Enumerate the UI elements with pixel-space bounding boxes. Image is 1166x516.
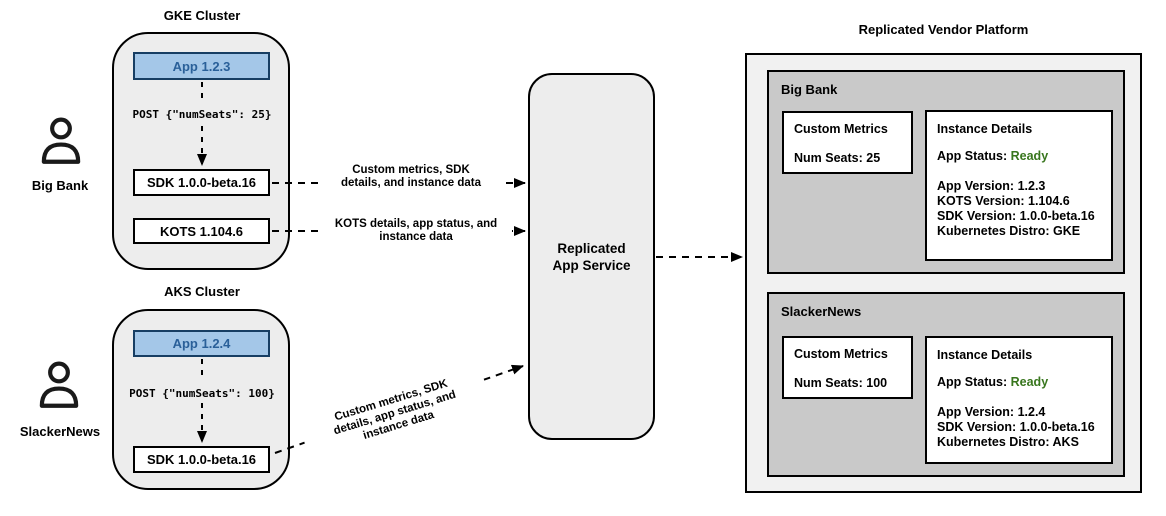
aks-post-label: POST {"numSeats": 100} [129,387,275,400]
aks-cluster-title: AKS Cluster [164,284,240,299]
aks-app-box: App 1.2.4 [133,330,270,357]
slackernews-user-icon [39,361,79,408]
gke-sdk-box: SDK 1.0.0-beta.16 [133,169,270,196]
custom-metrics-title: Custom Metrics [794,122,888,136]
app-status-line: App Status: Ready [937,149,1049,163]
vendor-platform-title: Replicated Vendor Platform [858,22,1029,37]
custom-metrics-box: Custom Metrics Num Seats: 100 [782,336,913,399]
app-status-value: Ready [1010,149,1049,163]
custom-metrics-value: Num Seats: 25 [794,151,881,165]
aks-sdk-box: SDK 1.0.0-beta.16 [133,446,270,473]
gke-post-label: POST {"numSeats": 25} [132,108,272,121]
instance-details-title: Instance Details [937,348,1033,362]
app-status-line: App Status: Ready [937,375,1049,389]
vendor-platform-box: Big Bank Custom Metrics Num Seats: 25 In… [745,53,1142,493]
flow-label-sdk-status: Custom metrics, SDK details, app status,… [297,365,493,462]
gke-cluster-title: GKE Cluster [163,8,241,23]
instance-details-box: Instance Details App Status: Ready App V… [925,110,1113,261]
instance-details-list: App Version: 1.2.4 SDK Version: 1.0.0-be… [937,405,1095,449]
replicated-app-service-box: Replicated App Service [528,73,655,440]
slackernews-actor-label: SlackerNews [19,424,101,439]
customer-name: SlackerNews [781,304,862,319]
gke-app-box: App 1.2.3 [133,52,270,80]
big-bank-user-icon [41,117,81,164]
app-status-value: Ready [1010,375,1049,389]
big-bank-actor-label: Big Bank [31,178,89,193]
customer-section-big-bank: Big Bank Custom Metrics Num Seats: 25 In… [767,70,1125,274]
gke-kots-box: KOTS 1.104.6 [133,218,270,244]
custom-metrics-value: Num Seats: 100 [794,376,888,390]
instance-details-title: Instance Details [937,122,1033,136]
flow-label-kots-details: KOTS details, app status, and instance d… [320,216,512,246]
instance-details-list: App Version: 1.2.3 KOTS Version: 1.104.6… [937,179,1095,238]
custom-metrics-box: Custom Metrics Num Seats: 25 [782,111,913,174]
flow-label-sdk-metrics: Custom metrics, SDK details, and instanc… [322,162,500,192]
customer-name: Big Bank [781,82,838,97]
custom-metrics-title: Custom Metrics [794,347,888,361]
instance-details-box: Instance Details App Status: Ready App V… [925,336,1113,464]
customer-section-slackernews: SlackerNews Custom Metrics Num Seats: 10… [767,292,1125,477]
